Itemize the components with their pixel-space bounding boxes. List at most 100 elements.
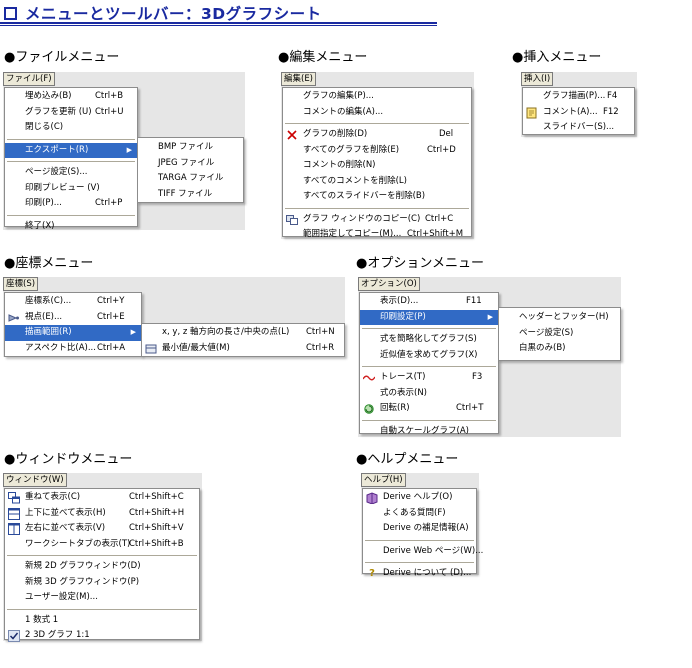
menu-item-refresh-graph[interactable]: グラフを更新 (U)Ctrl+U: [25, 106, 124, 117]
submenu-arrow-icon: ▶: [130, 328, 136, 336]
checkbox-square-icon: [4, 7, 17, 20]
file-menu-panel: 埋め込み(B)Ctrl+B グラフを更新 (U)Ctrl+U 閉じる(C) エク…: [4, 87, 138, 231]
menu-item-insert-slider[interactable]: スライドバー(S)...: [543, 122, 615, 132]
menu-item-tile-horizontal[interactable]: 上下に並べて表示(H)Ctrl+Shift+H: [5, 506, 199, 522]
menu-item-edit-graph[interactable]: グラフの編集(P)...: [303, 91, 374, 101]
menu-item-coord-system[interactable]: 座標系(C)...Ctrl+Y: [25, 296, 125, 306]
help-book-icon: [366, 492, 378, 505]
menu-item-show-worksheet-tabs[interactable]: ワークシートタブの表示(T)Ctrl+Shift+B: [25, 538, 184, 549]
menu-separator: [7, 214, 135, 216]
menu-item-page-setup[interactable]: ページ設定(S)...: [25, 167, 88, 177]
menu-item-copy-graph-window[interactable]: グラフ ウィンドウのコピー(C)Ctrl+C: [283, 212, 471, 228]
menu-item-approximate-graph[interactable]: 近似値を求めてグラフ(X): [380, 349, 478, 360]
menu-item-close[interactable]: 閉じる(C): [25, 122, 64, 132]
menu-item-viewpoint[interactable]: 視点(E)...Ctrl+E: [5, 310, 141, 326]
submenu-arrow-icon: ▶: [487, 312, 493, 321]
menu-item-trace[interactable]: トレース(T)F3: [360, 370, 498, 386]
checkmark-icon: [8, 630, 20, 642]
eye-viewpoint-icon: [8, 312, 20, 324]
menu-item-display[interactable]: 表示(D)...F11: [380, 296, 482, 306]
question-mark-icon: ?: [369, 568, 375, 579]
menu-item-print-settings[interactable]: 印刷設定(P)▶: [360, 309, 498, 325]
menu-separator: [362, 366, 496, 367]
heading-edit-menu: ●編集メニュー: [278, 50, 368, 65]
menu-item-cascade[interactable]: 重ねて表示(C)Ctrl+Shift+C: [5, 490, 199, 506]
submenu-item-bmp[interactable]: BMP ファイル: [158, 142, 213, 152]
submenu-item-targa[interactable]: TARGA ファイル: [158, 173, 224, 183]
menubar-help[interactable]: ヘルプ(H): [361, 473, 406, 487]
menu-item-new-2d-window[interactable]: 新規 2D グラフウィンドウ(D): [25, 561, 141, 571]
menubar-options[interactable]: オプション(O): [358, 277, 420, 291]
heading-file-menu: ●ファイルメニュー: [4, 50, 120, 65]
heading-help-menu: ●ヘルプメニュー: [356, 452, 459, 467]
menu-item-about[interactable]: ? Derive について (D)...: [363, 566, 476, 582]
title-underline-thin: [0, 25, 437, 26]
menu-item-auto-scale[interactable]: 自動スケールグラフ(A): [380, 425, 469, 436]
tile-vertical-icon: [8, 523, 20, 535]
menu-item-delete-graph[interactable]: グラフの削除(D)Del: [283, 127, 471, 143]
menu-item-show-expression[interactable]: 式の表示(N): [380, 387, 427, 398]
comment-note-icon: [526, 107, 538, 119]
menu-item-print-preview[interactable]: 印刷プレビュー (V): [25, 182, 100, 193]
delete-x-icon: [286, 129, 298, 141]
export-submenu-panel: BMP ファイル JPEG ファイル TARGA ファイル TIFF ファイル: [137, 137, 244, 203]
menu-separator: [362, 419, 496, 421]
submenu-item-header-footer[interactable]: ヘッダーとフッター(H): [519, 312, 609, 322]
submenu-item-page-setup[interactable]: ページ設定(S): [519, 327, 574, 338]
menu-item-tile-vertical[interactable]: 左右に並べて表示(V)Ctrl+Shift+V: [5, 521, 199, 537]
menu-separator: [285, 123, 469, 124]
menu-item-aspect-ratio[interactable]: アスペクト比(A)...Ctrl+A: [25, 342, 126, 353]
menu-item-exit[interactable]: 終了(X): [25, 220, 55, 231]
submenu-item-black-white[interactable]: 白黒のみ(B): [519, 343, 566, 353]
menu-item-new-3d-window[interactable]: 新規 3D グラフウィンドウ(P): [25, 576, 140, 587]
menubar-window[interactable]: ウィンドウ(W): [3, 473, 67, 487]
menu-item-delete-comment[interactable]: コメントの削除(N): [303, 160, 376, 170]
window-menu-panel: 重ねて表示(C)Ctrl+Shift+C 上下に並べて表示(H)Ctrl+Shi…: [4, 488, 200, 642]
menu-item-supplementary-info[interactable]: Derive の補足情報(A): [383, 523, 469, 533]
menu-item-rotate[interactable]: 回転(R)Ctrl+T: [360, 401, 498, 417]
menubar-file[interactable]: ファイル(F): [3, 72, 55, 86]
submenu-arrow-icon: ▶: [126, 145, 132, 154]
cascade-windows-icon: [8, 492, 20, 504]
submenu-item-min-max[interactable]: 最小値/最大値(M)Ctrl+R: [142, 341, 344, 357]
submenu-item-axis-length-center[interactable]: x, y, z 軸方向の長さ/中央の点(L)Ctrl+N: [162, 327, 335, 337]
menu-item-derive-help[interactable]: Derive ヘルプ(O): [363, 490, 476, 506]
menu-item-copy-range[interactable]: 範囲指定してコピー(M)...Ctrl+Shift+M: [303, 229, 464, 239]
menu-separator: [362, 328, 496, 329]
menu-item-delete-all-sliders[interactable]: すべてのスライドバーを削除(B): [303, 191, 426, 201]
rotate-icon: [363, 403, 375, 415]
submenu-item-jpeg[interactable]: JPEG ファイル: [158, 157, 215, 168]
insert-menu-panel: グラフ描画(P)...F4 コメント(A)...F12 スライドバー(S)...: [522, 87, 635, 135]
options-menu-panel: 表示(D)...F11 印刷設定(P)▶ 式を簡略化してグラフ(S) 近似値を求…: [359, 292, 499, 436]
menu-item-delete-all-comments[interactable]: すべてのコメントを削除(L): [303, 175, 407, 186]
menu-separator: [7, 608, 197, 610]
range-submenu-panel: x, y, z 軸方向の長さ/中央の点(L)Ctrl+N 最小値/最大値(M)C…: [141, 323, 345, 357]
submenu-item-tiff[interactable]: TIFF ファイル: [158, 188, 213, 199]
menu-item-delete-all-graphs[interactable]: すべてのグラフを削除(E)Ctrl+D: [303, 144, 456, 155]
menu-item-embed[interactable]: 埋め込み(B)Ctrl+B: [25, 91, 124, 101]
menu-item-faq[interactable]: よくある質問(F): [383, 507, 446, 518]
menu-item-simplify-graph[interactable]: 式を簡略化してグラフ(S): [380, 334, 477, 344]
menu-item-user-settings[interactable]: ユーザー設定(M)...: [25, 592, 98, 602]
menu-separator: [7, 161, 135, 162]
menu-item-print[interactable]: 印刷(P)...Ctrl+P: [25, 198, 123, 208]
copy-window-icon: [286, 214, 298, 226]
menu-separator: [285, 207, 469, 209]
heading-coords-menu: ●座標メニュー: [4, 256, 94, 271]
menu-item-plot-range[interactable]: 描画範囲(R)▶: [5, 325, 141, 341]
help-menu-panel: Derive ヘルプ(O) よくある質問(F) Derive の補足情報(A) …: [362, 488, 484, 579]
menu-item-edit-comment[interactable]: コメントの編集(A)...: [303, 106, 384, 117]
menubar-edit[interactable]: 編集(E): [281, 72, 317, 86]
menu-item-insert-comment[interactable]: コメント(A)...F12: [523, 105, 634, 121]
menubar-insert[interactable]: 挿入(I): [521, 72, 554, 86]
menu-item-window-1[interactable]: 1 数式 1: [25, 614, 59, 625]
tile-horizontal-icon: [8, 507, 20, 520]
menu-item-export[interactable]: エクスポート(R)▶: [5, 142, 137, 158]
menu-item-window-2[interactable]: 2 3D グラフ 1:1: [5, 628, 199, 644]
page-title: メニューとツールバー：3Dグラフシート: [4, 2, 322, 24]
menubar-coords[interactable]: 座標(S): [3, 277, 39, 291]
menu-item-web-page[interactable]: Derive Web ページ(W)...: [383, 545, 484, 556]
menu-separator: [365, 539, 474, 541]
heading-window-menu: ●ウィンドウメニュー: [4, 452, 133, 467]
menu-item-plot-graph[interactable]: グラフ描画(P)...F4: [543, 91, 618, 101]
